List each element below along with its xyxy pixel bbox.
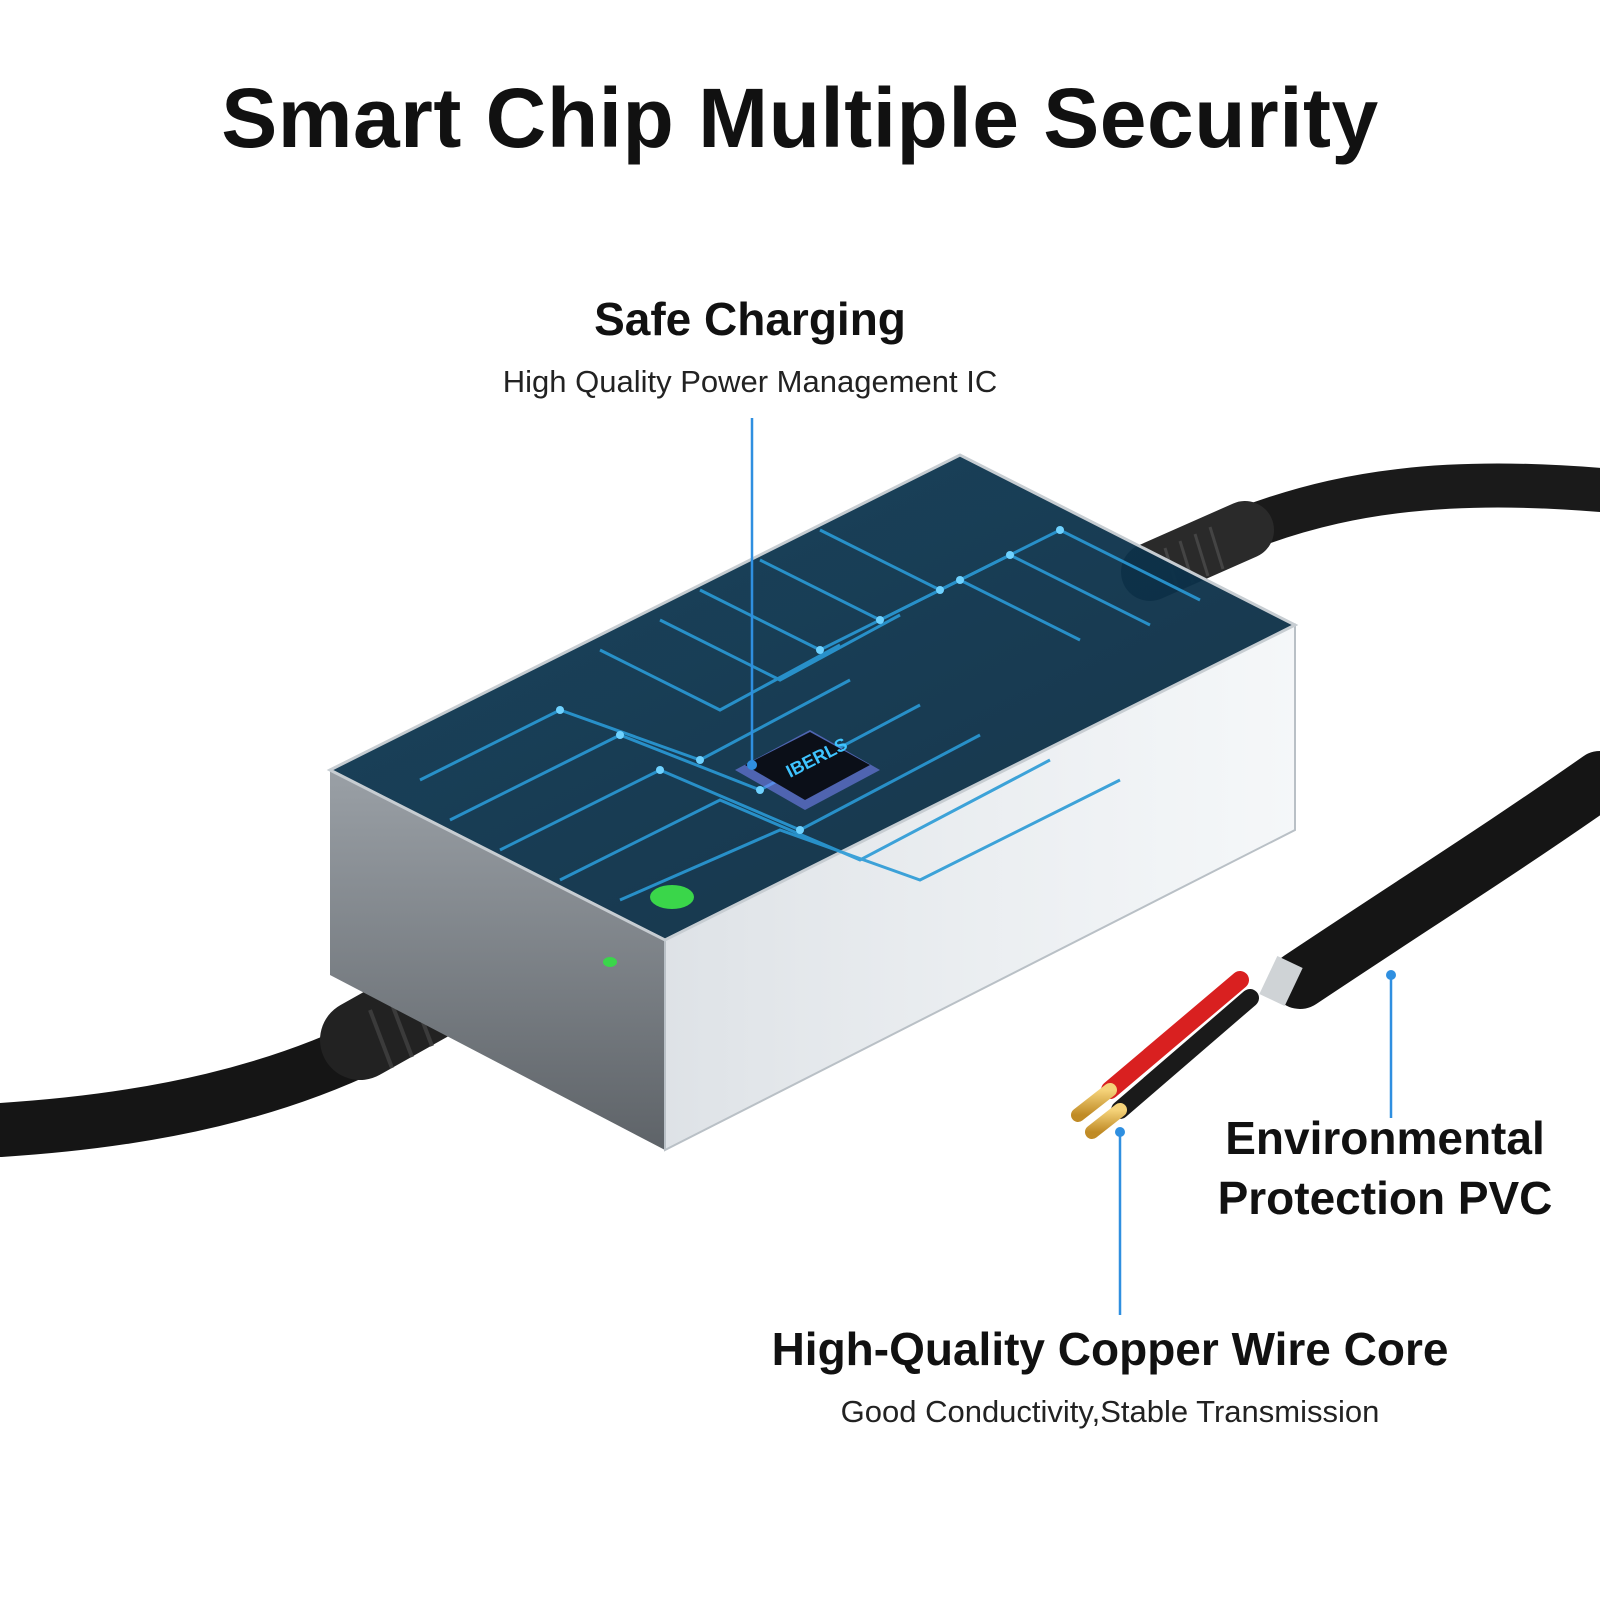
power-ic-chip: IBERLS [735,730,880,810]
cable-right-lower [1101,751,1600,1119]
feature-title-line2: Protection PVC [1217,1172,1553,1224]
status-led [650,885,694,909]
feature-title: Safe Charging [594,293,906,345]
feature-environmental-pvc: Environmental Protection PVC [1185,1108,1585,1228]
feature-title-line1: Environmental [1225,1112,1545,1164]
cable-right-top [1121,463,1600,601]
feature-subtitle: High Quality Power Management IC [502,364,998,399]
feature-safe-charging: Safe Charging High Quality Power Managem… [440,292,1060,400]
feature-copper-core: High-Quality Copper Wire Core Good Condu… [730,1322,1490,1430]
callout-lines [750,418,1393,1315]
callout-dot-copper [1115,1127,1125,1137]
headline: Smart Chip Multiple Security [221,71,1379,165]
copper-wire-core [1071,1083,1127,1139]
status-led-small [603,957,617,967]
callout-dot-safe [747,760,757,770]
feature-subtitle: Good Conductivity,Stable Transmission [840,1394,1380,1429]
circuit-pads [556,526,1064,834]
feature-title: High-Quality Copper Wire Core [771,1323,1449,1375]
callout-dot-env [1386,970,1396,980]
converter-box: IBERLS [326,453,1299,1152]
